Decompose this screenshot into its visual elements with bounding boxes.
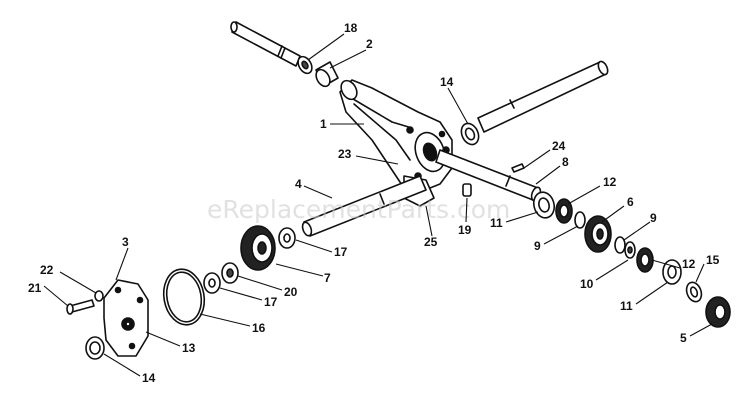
callout-9: 9	[650, 211, 657, 225]
watermark-text: eReplacementParts.com	[207, 195, 510, 224]
upper-shaft	[230, 21, 301, 67]
gear-6	[584, 215, 612, 253]
washer-10	[624, 241, 636, 259]
callout-12: 12	[603, 175, 617, 189]
callout-11: 11	[490, 216, 503, 230]
leader-lines	[43, 33, 713, 377]
o-ring-16	[162, 268, 206, 326]
callout-14: 14	[440, 75, 454, 89]
washer-18	[297, 55, 313, 75]
bolt-21	[66, 299, 95, 315]
washer-9a	[574, 211, 586, 229]
washer-17a	[278, 227, 296, 249]
upper-right-shaft	[477, 60, 609, 133]
callout-16: 16	[252, 321, 266, 335]
callout-25: 25	[424, 235, 438, 249]
washer-9b	[614, 236, 626, 254]
callout-19: 19	[458, 223, 472, 237]
callout-23: 23	[338, 147, 352, 161]
callout-14: 14	[142, 371, 156, 385]
seal-14-top	[460, 122, 480, 146]
callout-numbers: 18 2 14 1 24 8 23 4 12 11 6 19 25 9 9 12…	[28, 21, 720, 385]
callout-20: 20	[284, 285, 298, 299]
bushing-2	[315, 61, 339, 88]
gear-7	[240, 225, 276, 271]
callout-6: 6	[627, 195, 634, 209]
callout-24: 24	[552, 139, 566, 153]
callout-12: 12	[682, 257, 696, 271]
callout-17: 17	[264, 295, 278, 309]
callout-13: 13	[182, 341, 196, 355]
callout-18: 18	[344, 21, 358, 35]
callout-10: 10	[580, 277, 594, 291]
gear-12-upper	[555, 198, 573, 224]
callout-3: 3	[122, 235, 129, 249]
callout-9: 9	[534, 239, 541, 253]
pinion-5	[705, 296, 731, 328]
washer-20	[221, 262, 239, 284]
seal-14-lower	[85, 336, 105, 360]
key-24	[511, 163, 525, 173]
cover-3	[103, 279, 149, 357]
callout-8: 8	[562, 155, 569, 169]
callout-11: 11	[620, 299, 633, 313]
shaft-4	[301, 175, 427, 237]
callout-22: 22	[40, 263, 54, 277]
callout-17: 17	[334, 245, 348, 259]
washer-15	[685, 281, 703, 303]
callout-2: 2	[366, 37, 373, 51]
callout-4: 4	[295, 177, 302, 191]
bearing-11-lower	[662, 259, 682, 285]
gear-12-lower	[636, 247, 654, 273]
callout-7: 7	[324, 271, 331, 285]
callout-5: 5	[680, 331, 687, 345]
callout-1: 1	[320, 117, 327, 131]
pin-19	[462, 183, 472, 197]
bearing-11-upper	[532, 191, 556, 219]
callout-21: 21	[28, 281, 42, 295]
washer-22	[94, 290, 104, 302]
callout-15: 15	[706, 253, 720, 267]
washer-17b	[203, 272, 221, 294]
